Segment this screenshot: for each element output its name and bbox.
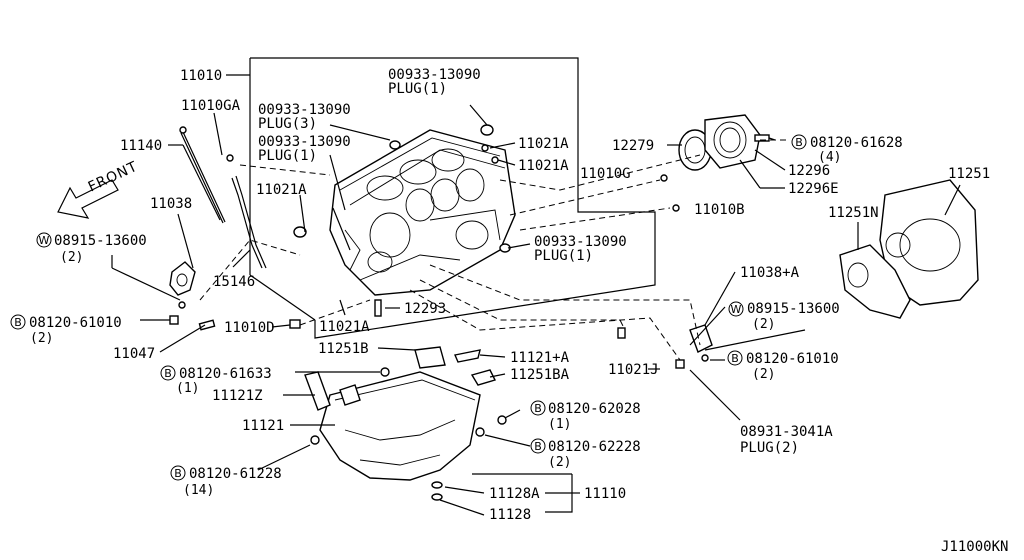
bracket-11038A-drawing: [675, 324, 713, 369]
label-11121: 11121: [242, 418, 284, 434]
label-11110: 11110: [584, 486, 626, 502]
label-11038: 11038: [150, 196, 192, 212]
label-b08120-61010-left-qty: (2): [30, 331, 53, 346]
label-plug3-qty: PLUG(3): [258, 116, 317, 132]
label-11021A-r1: 11021A: [518, 136, 569, 152]
label-11010: 11010: [180, 68, 222, 84]
label-11021J: 11021J: [608, 362, 659, 378]
label-b08120-61010-right: 08120-61010: [746, 351, 839, 367]
label-12296E: 12296E: [788, 181, 839, 197]
label-11021A-bottom: 11021A: [319, 319, 370, 335]
hole-11021A-r2: [491, 156, 499, 164]
diagram-code: J11000KN: [941, 539, 1008, 555]
bolt-marker-61010-left: B: [14, 316, 22, 329]
label-11128A: 11128A: [489, 486, 540, 502]
label-11021A-left: 11021A: [256, 182, 307, 198]
oil-dipstick-drawing: [179, 126, 267, 269]
phantom-lines: [199, 139, 790, 361]
bolt-marker-62028: B: [534, 402, 542, 415]
label-b08120-61633: 08120-61633: [179, 366, 272, 382]
label-b08120-61628: 08120-61628: [810, 135, 903, 151]
part-labels: 11010 11010GA 11140 11038 08915-13600 (2…: [29, 67, 1008, 555]
label-plug-right-qty: PLUG(1): [534, 248, 593, 264]
label-b08120-61628-qty: (4): [818, 150, 841, 165]
front-label: FRONT: [86, 159, 141, 196]
label-w08915-left: 08915-13600: [54, 233, 147, 249]
label-11251B: 11251B: [318, 341, 369, 357]
label-12293: 12293: [404, 301, 446, 317]
label-11121A: 11121+A: [510, 350, 570, 366]
plug-1: [293, 226, 307, 238]
rear-plate-11251-drawing: [839, 179, 979, 319]
label-11010GA: 11010GA: [181, 98, 241, 114]
label-11128: 11128: [489, 507, 531, 523]
label-11251BA: 11251BA: [510, 367, 570, 383]
label-w08915-left-qty: (2): [60, 250, 83, 265]
label-11021A-r2: 11021A: [518, 158, 569, 174]
bolt-marker-61628: B: [795, 136, 803, 149]
label-11140: 11140: [120, 138, 162, 154]
label-b08120-61010-right-qty: (2): [752, 367, 775, 382]
dowel-11010G: [660, 174, 668, 182]
dowel-11010B: [672, 204, 680, 212]
label-plug-top-qty: PLUG(1): [388, 81, 447, 97]
label-11010D: 11010D: [224, 320, 275, 336]
label-11121Z: 11121Z: [212, 388, 263, 404]
label-11047: 11047: [113, 346, 155, 362]
plug-3: [389, 140, 401, 150]
label-plug-bottom-num: 08931-3041A: [740, 424, 833, 440]
label-plug-bottom-qty: PLUG(2): [740, 440, 799, 456]
label-b08120-61228: 08120-61228: [189, 466, 282, 482]
label-15146: 15146: [213, 274, 255, 290]
cylinder-block-drawing: [329, 129, 516, 296]
label-plug-right-num: 00933-13090: [534, 234, 627, 250]
bolt-marker-61633: B: [164, 367, 172, 380]
label-12296: 12296: [788, 163, 830, 179]
bolt-marker-61228: B: [174, 467, 182, 480]
label-11251: 11251: [948, 166, 990, 182]
label-w08915-right-qty: (2): [752, 317, 775, 332]
bolt-marker-62228: B: [534, 440, 542, 453]
label-b08120-62228: 08120-62228: [548, 439, 641, 455]
pin-11021J: [617, 327, 626, 339]
label-b08120-62228-qty: (2): [548, 455, 571, 470]
oil-pan-drawing: [304, 346, 507, 501]
bolt-marker-61010-right: B: [731, 352, 739, 365]
label-plug1-num: 00933-13090: [258, 134, 351, 150]
label-11251N: 11251N: [828, 205, 879, 221]
label-b08120-62028-qty: (1): [548, 417, 571, 432]
bracket-11038-drawing: [169, 261, 216, 331]
hole-11021A-r1: [481, 144, 489, 152]
label-11010G: 11010G: [580, 166, 631, 182]
label-plug3-num: 00933-13090: [258, 102, 351, 118]
label-plug1-qty: PLUG(1): [258, 148, 317, 164]
plug-top: [480, 124, 494, 136]
label-b08120-61633-qty: (1): [176, 381, 199, 396]
marker-circles: W B B W B B B B B: [10, 134, 807, 481]
label-plug-top-num: 00933-13090: [388, 67, 481, 83]
washer-marker-left: W: [39, 234, 50, 247]
bolt-12293: [374, 299, 382, 317]
label-b08120-62028: 08120-62028: [548, 401, 641, 417]
washer-marker-right: W: [731, 303, 742, 316]
label-11010B: 11010B: [694, 202, 745, 218]
label-w08915-right: 08915-13600: [747, 301, 840, 317]
label-b08120-61228-qty: (14): [183, 483, 214, 498]
label-11038A: 11038+A: [740, 265, 800, 281]
front-arrow-icon: [57, 179, 119, 219]
label-b08120-61010-left: 08120-61010: [29, 315, 122, 331]
label-12279: 12279: [612, 138, 654, 154]
rear-oil-seal-drawing: [678, 114, 770, 171]
plug-11010D: [289, 319, 301, 329]
